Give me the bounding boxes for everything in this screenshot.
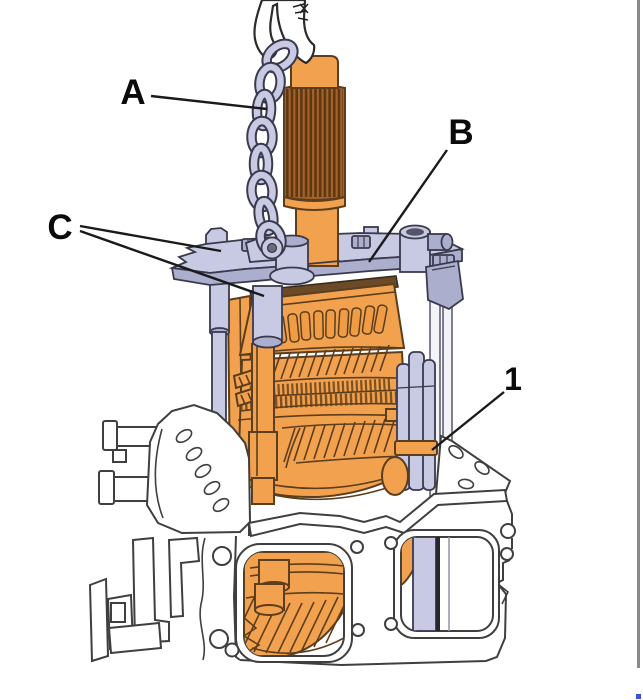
center-shaft-rod: [248, 343, 278, 505]
leader-b: [368, 149, 448, 263]
page-edge-line: [637, 0, 640, 668]
left-window-gears: [244, 552, 344, 656]
leader-a: [150, 94, 268, 111]
fixture-leg-left: [209, 281, 230, 333]
housing-body-outline: [232, 500, 513, 667]
input-shaft: [283, 55, 346, 267]
shaft-tip-cap: [290, 55, 339, 89]
shift-rail-assembly: [381, 351, 438, 496]
lifting-chain: [246, 38, 299, 258]
corner-dot: [636, 694, 641, 699]
housing-bottom-left-brackets: [88, 536, 240, 663]
hook-break-marks: [292, 3, 309, 21]
label-c: C: [47, 208, 72, 247]
shift-rail-band: [394, 440, 438, 456]
label-a: A: [120, 73, 145, 112]
housing-right-gusset: [434, 434, 512, 496]
leader-lines: [79, 94, 505, 451]
label-1: 1: [504, 361, 522, 397]
bolt-holes: [350, 523, 516, 637]
leader-1: [431, 391, 505, 451]
transaxle-housing: [88, 403, 516, 667]
helical-teeth-lower: [283, 417, 396, 463]
chain-anchor-eyelet: [260, 236, 284, 260]
shift-fork-lobe: [381, 456, 409, 496]
plate-clamp-boss: [399, 224, 454, 273]
callout-labels: A B C 1: [47, 73, 522, 397]
label-b: B: [448, 113, 473, 152]
plate-side-bracket: [425, 259, 464, 311]
leader-c: [79, 224, 265, 298]
housing-left-flange: [145, 403, 252, 535]
right-window-content: [401, 537, 450, 631]
